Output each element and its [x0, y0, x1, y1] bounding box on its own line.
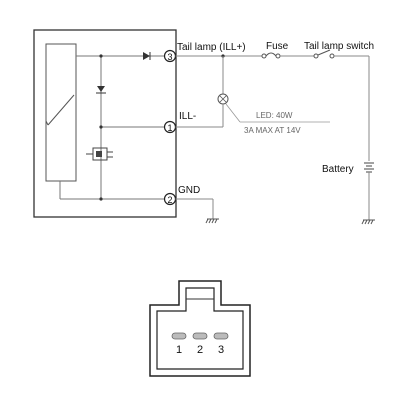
- label-led-rating: LED: 40W: [256, 111, 293, 120]
- junction-dot: [99, 197, 103, 201]
- connector-pin-label-2: 2: [197, 344, 203, 356]
- terminal-3: 3: [163, 49, 177, 63]
- diagonal-arrow-stroke: [45, 120, 49, 126]
- module-box: [33, 29, 177, 218]
- connector-pin-slot-2: [192, 332, 208, 340]
- label-fuse: Fuse: [266, 41, 289, 52]
- zener-diode-icon: [96, 86, 106, 94]
- junction-dot: [99, 125, 103, 129]
- label-led-current: 3A MAX AT 14V: [244, 126, 301, 135]
- junction-dot: [99, 54, 103, 58]
- terminal-2: 2: [163, 192, 177, 206]
- label-gnd: GND: [178, 185, 200, 196]
- transistor-icon: [86, 147, 113, 161]
- connector-face: [149, 280, 251, 377]
- label-battery: Battery: [322, 164, 354, 175]
- label-tail-lamp-ill: Tail lamp (ILL+): [177, 42, 246, 53]
- battery-ground-icon: [361, 219, 375, 225]
- diode-icon: [143, 52, 151, 60]
- terminal-1: 1: [163, 120, 177, 134]
- terminal-1-number: 1: [167, 123, 172, 133]
- terminal-3-number: 3: [167, 52, 172, 62]
- connector-pin-slot-3: [213, 332, 229, 340]
- label-tail-lamp-switch: Tail lamp switch: [304, 41, 374, 52]
- ground-icon: [205, 218, 219, 224]
- connector-pin-label-3: 3: [218, 344, 224, 356]
- battery-icon: [364, 162, 374, 173]
- fuse-icon: [261, 52, 281, 59]
- led-label-leader: [225, 103, 241, 123]
- lamp-icon: [217, 93, 229, 105]
- connector-pin-slot-1: [171, 332, 187, 340]
- module-inner-component: [45, 43, 77, 182]
- connector-pin-label-1: 1: [176, 344, 182, 356]
- label-ill-minus: ILL-: [179, 111, 196, 122]
- terminal-2-number: 2: [167, 195, 172, 205]
- inner-component-diagonal: [47, 94, 75, 126]
